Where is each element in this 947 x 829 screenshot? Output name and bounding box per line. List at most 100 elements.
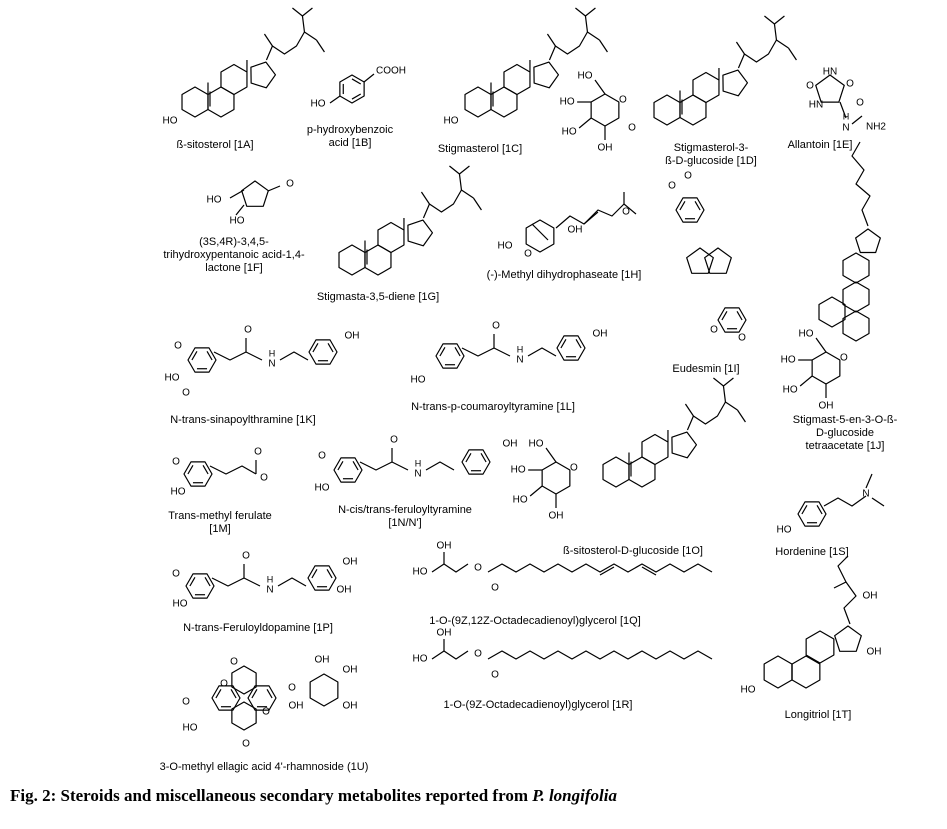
bond	[420, 191, 430, 205]
ring	[231, 665, 257, 695]
atom-label: HO	[183, 723, 198, 734]
atom-label: O	[491, 670, 499, 681]
bond-chain	[851, 141, 871, 227]
bond	[871, 497, 885, 507]
ring	[231, 701, 257, 731]
atom-label: HO	[781, 355, 796, 366]
compound-1N	[333, 448, 491, 483]
atom-label: O	[172, 569, 180, 580]
caption-prefix: Fig. 2: Steroids and miscellaneous secon…	[10, 786, 533, 805]
compound-1C	[464, 7, 608, 118]
compound-label: (-)-Methyl dihydrophaseate [1H]	[487, 269, 642, 281]
compound-1M	[183, 460, 257, 487]
ring	[333, 457, 363, 483]
bond	[774, 15, 785, 25]
atom-label: O	[244, 325, 252, 336]
compound-1A	[181, 7, 325, 118]
bond	[326, 568, 333, 579]
ring	[207, 86, 235, 118]
bond-chain	[737, 39, 789, 69]
atom-label: OH	[867, 647, 882, 658]
atom-label: HO	[560, 97, 575, 108]
ring	[675, 197, 705, 223]
compound-1S	[797, 473, 885, 527]
ring	[692, 71, 720, 104]
compound-1B	[329, 73, 375, 104]
compound-label: N-trans-Feruloyldopamine [1P]	[183, 622, 333, 634]
bond	[575, 7, 586, 17]
ring	[811, 351, 841, 385]
bond	[679, 200, 686, 211]
bond	[722, 385, 727, 403]
ring	[628, 456, 656, 488]
bond-chain	[461, 347, 511, 357]
compound-label: ß-D-glucoside [1D]	[665, 155, 757, 167]
bond-chain	[279, 351, 309, 361]
bond	[723, 377, 734, 387]
bond	[302, 7, 313, 17]
ring	[241, 180, 269, 207]
compound-1T	[763, 555, 862, 689]
ring	[641, 433, 669, 466]
bond-chain	[487, 650, 713, 660]
bond	[599, 566, 615, 576]
atom-label: OH	[593, 329, 608, 340]
ring	[461, 449, 491, 475]
bond	[352, 460, 359, 471]
compound-label: 3-O-methyl ellagic acid 4'-rhamnoside (1…	[160, 761, 369, 773]
bond	[736, 409, 746, 423]
ring	[763, 655, 793, 689]
bond	[815, 337, 827, 353]
atom-label: OH	[289, 701, 304, 712]
bond-chain	[527, 347, 557, 357]
compound-1I	[675, 197, 747, 333]
ring	[181, 86, 209, 118]
bond	[546, 33, 556, 47]
bond	[267, 185, 281, 192]
bond	[578, 117, 592, 129]
atom-label: O	[182, 388, 190, 399]
bond	[329, 95, 341, 104]
compound-1Q	[431, 552, 713, 576]
atom-label: O	[492, 321, 500, 332]
atom-label: COOH	[376, 66, 406, 77]
compound-label: Stigmast-5-en-3-O-ß-	[793, 414, 898, 426]
compound-label: acid [1B]	[329, 137, 372, 149]
compound-label: ß-sitosterol [1A]	[176, 139, 253, 151]
bond	[204, 576, 211, 587]
bond	[736, 310, 743, 321]
atom-label: OH	[337, 585, 352, 596]
compound-label: (3S,4R)-3,4,5-	[199, 236, 269, 248]
bond	[773, 23, 778, 41]
bond	[459, 165, 470, 175]
compound-label: N-trans-sinapoylthramine [1K]	[170, 414, 316, 426]
bond	[694, 200, 701, 211]
compound-label: lactone [1F]	[205, 262, 262, 274]
atom-label: OH	[343, 701, 358, 712]
ring	[797, 501, 827, 527]
compound-label: 1-O-(9Z-Octadecadienoyl)glycerol [1R]	[444, 699, 633, 711]
bond	[189, 576, 196, 587]
compound-label: Trans-methyl ferulate	[168, 510, 272, 522]
ring	[435, 343, 465, 369]
bond	[202, 464, 209, 475]
atom-label: OH	[345, 331, 360, 342]
ring	[503, 63, 531, 96]
atom-label: HO	[783, 385, 798, 396]
ring	[250, 61, 277, 89]
atom-label: O	[668, 181, 676, 192]
atom-label: OH	[819, 401, 834, 412]
bond	[833, 581, 847, 589]
ring	[805, 630, 835, 664]
atom-label: O	[684, 171, 692, 182]
bond-chain	[211, 577, 261, 587]
atom-label: HO	[171, 487, 186, 498]
bond-chain	[265, 31, 317, 61]
bond	[480, 452, 487, 463]
bond-chain	[431, 563, 469, 573]
atom-label: H	[843, 111, 850, 121]
bond	[799, 375, 813, 387]
atom-label: HO	[741, 685, 756, 696]
ring	[533, 61, 560, 89]
